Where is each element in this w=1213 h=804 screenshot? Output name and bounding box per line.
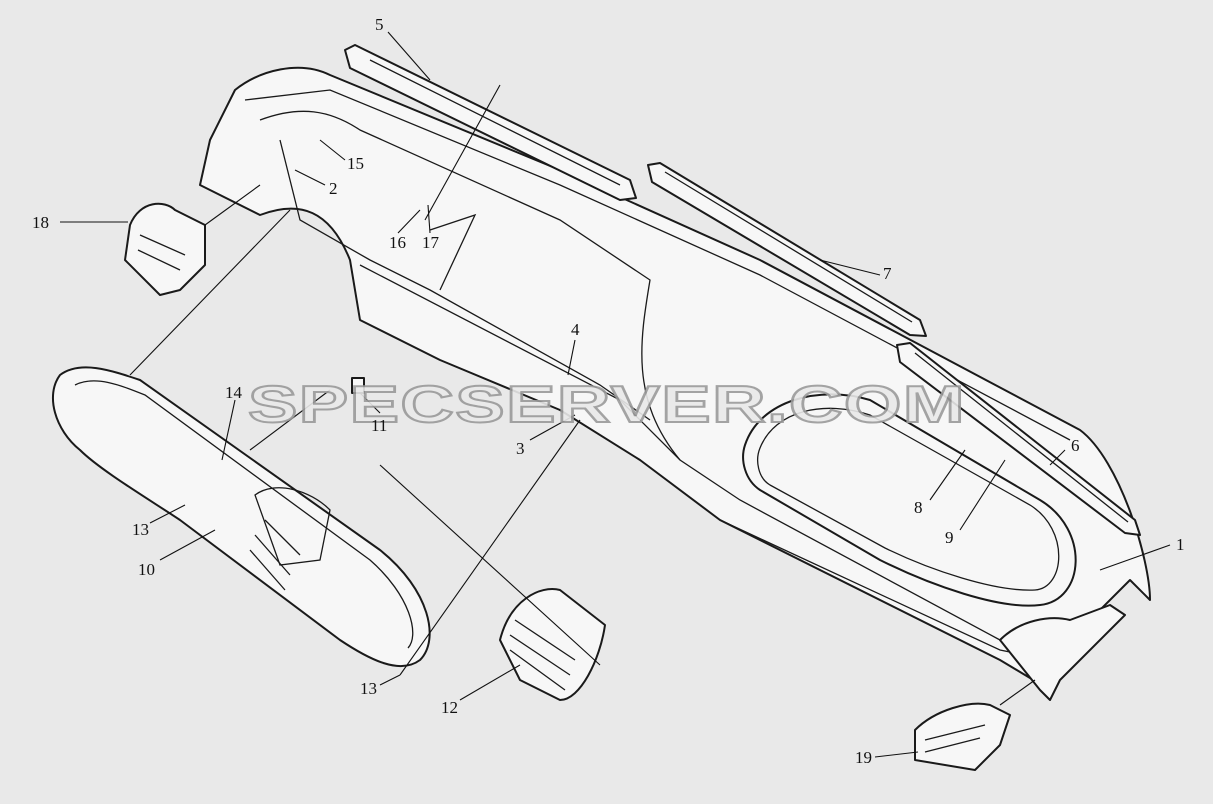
callout-8: 8 [914,498,923,517]
callout-19: 19 [855,748,872,767]
callout-12: 12 [441,698,458,717]
left-side-vent [124,202,206,296]
defroster-strip-5 [344,44,637,201]
callout-labels: 1 2 3 4 5 6 7 8 9 10 11 12 13 13 14 15 1… [32,15,1185,767]
callout-5: 5 [375,15,384,34]
callout-4: 4 [571,320,580,339]
callout-14: 14 [225,383,243,402]
callout-7: 7 [883,264,892,283]
callout-11: 11 [371,416,387,435]
callout-1: 1 [1176,535,1185,554]
callout-17: 17 [422,233,440,252]
callout-16: 16 [389,233,406,252]
right-side-vent [914,702,1011,771]
defroster-strip-6 [896,342,1141,536]
cluster-bezel [51,366,431,668]
clip-part-11 [351,377,365,394]
leader-lines [60,31,1171,758]
callout-13-b: 13 [360,679,377,698]
callout-15: 15 [347,154,364,173]
callout-18: 18 [32,213,49,232]
center-air-vent [499,588,606,701]
callout-10: 10 [138,560,155,579]
right-end-cap [999,604,1126,701]
callout-9: 9 [945,528,954,547]
callout-2: 2 [329,179,338,198]
callout-3: 3 [516,439,525,458]
glove-box-opening [742,393,1077,607]
watermark-text: SPECSERVER.COM [248,376,966,434]
defroster-strip-7 [647,162,927,337]
callout-6: 6 [1071,436,1080,455]
callout-13-a: 13 [132,520,149,539]
